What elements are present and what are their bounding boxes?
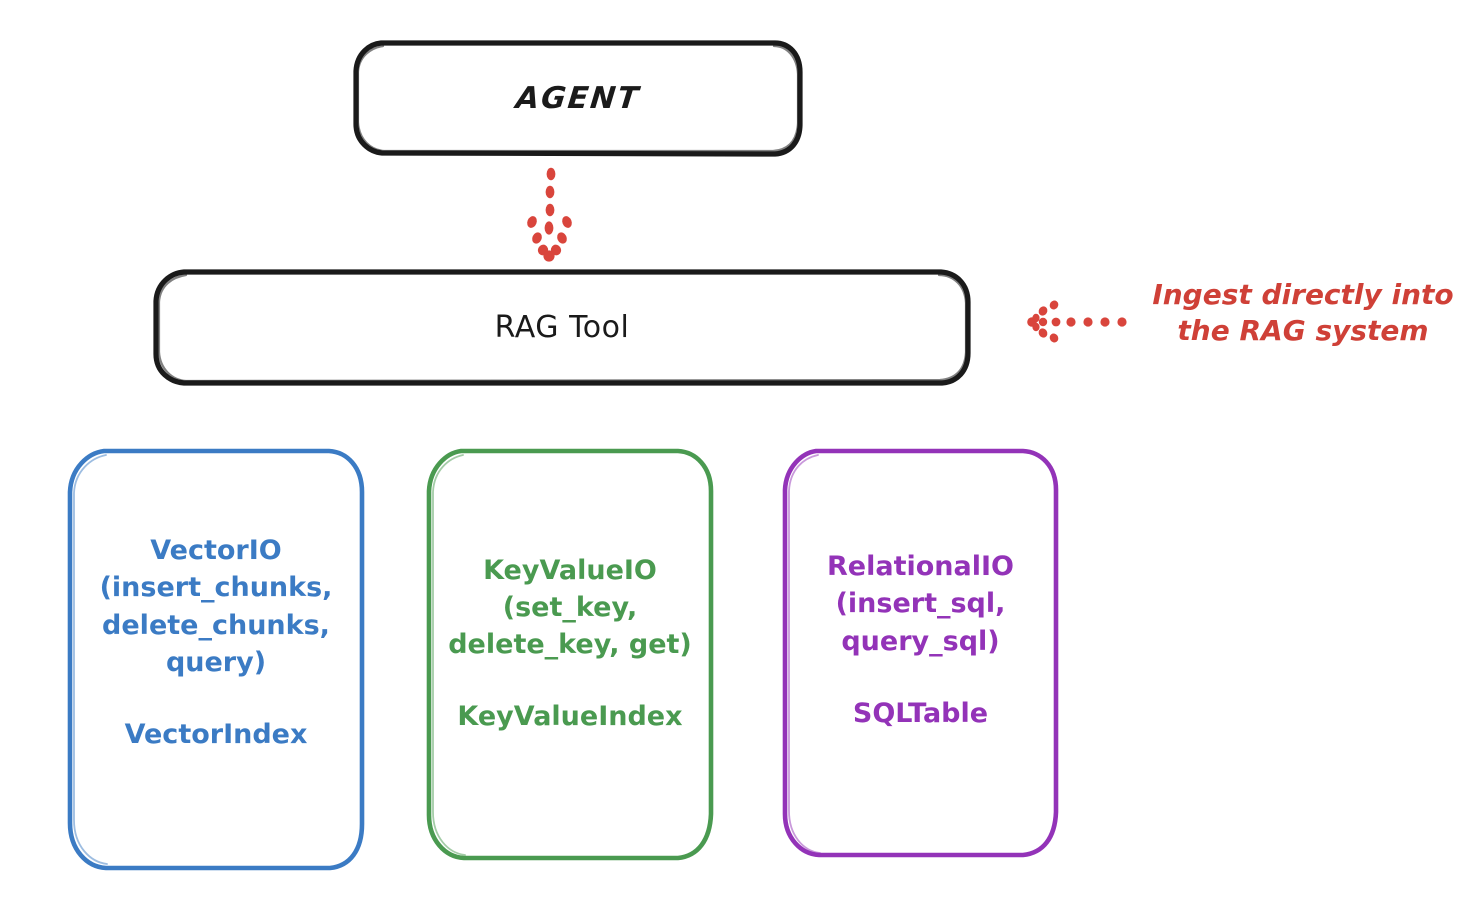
agent-to-rag-tool-connector [527, 167, 572, 262]
node-relational-io-title: RelationalIO (insert_sql, query_sql) [827, 551, 1014, 657]
node-vector-io-title: VectorIO (insert_chunks, delete_chunks, … [99, 535, 333, 678]
node-vector-io-subtitle: VectorIndex [124, 719, 308, 750]
node-agent[interactable]: AGENT [355, 42, 801, 154]
node-relational-io-subtitle: SQLTable [852, 697, 989, 729]
node-vector-io-content: VectorIO (insert_chunks, delete_chunks, … [100, 532, 333, 750]
relational-io-box-stroke [782, 448, 1059, 858]
ingest-note-connector [1027, 300, 1127, 343]
node-key-value-io[interactable]: KeyValueIO (set_key, delete_key, get) Ke… [428, 450, 712, 858]
agent-box-stroke [353, 40, 803, 157]
node-key-value-io-content: KeyValueIO (set_key, delete_key, get) Ke… [448, 552, 692, 733]
node-rag-tool[interactable]: RAG Tool [156, 272, 968, 383]
ingest-note-label: Ingest directly into the RAG system [1152, 278, 1454, 347]
key-value-io-box-stroke [426, 448, 714, 861]
node-rag-tool-label: RAG Tool [494, 310, 630, 345]
vector-io-box-stroke [67, 448, 365, 871]
node-agent-label: AGENT [514, 80, 642, 116]
node-key-value-io-title: KeyValueIO (set_key, delete_key, get) [448, 554, 692, 661]
node-relational-io-content: RelationalIO (insert_sql, query_sql) SQL… [827, 548, 1014, 729]
node-vector-io[interactable]: VectorIO (insert_chunks, delete_chunks, … [70, 450, 362, 868]
rag-tool-box-stroke [153, 269, 971, 386]
node-key-value-io-subtitle: KeyValueIndex [457, 701, 683, 733]
node-relational-io[interactable]: RelationalIO (insert_sql, query_sql) SQL… [785, 450, 1056, 855]
